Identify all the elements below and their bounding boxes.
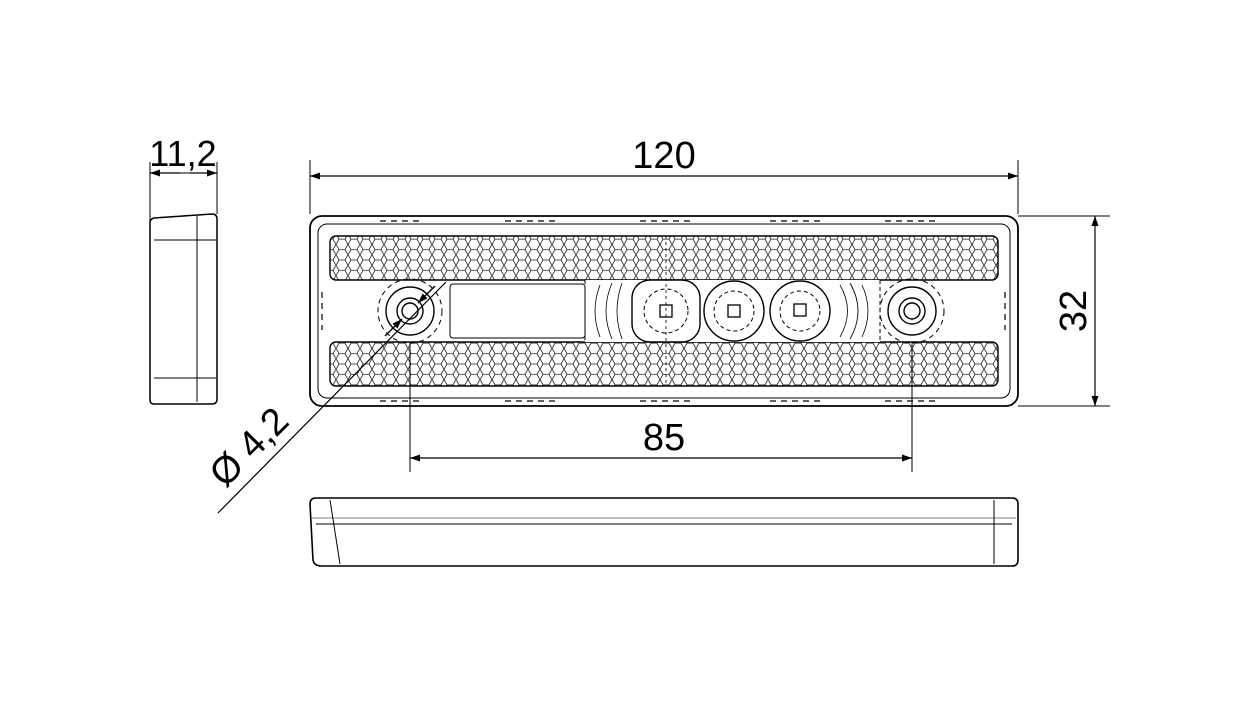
led-3 [769, 280, 831, 342]
length-dimension: 120 [309, 135, 1019, 214]
bottom-view [309, 497, 1019, 567]
depth-dimension: 11,2 [149, 133, 217, 177]
side-view [149, 162, 218, 405]
height-dimension: 32 [1018, 215, 1110, 407]
lens-ripples [594, 236, 869, 386]
length-label: 120 [632, 135, 695, 177]
mounting-hole-right [879, 278, 945, 344]
reflector-bottom [329, 341, 999, 387]
housing-outline [309, 215, 1019, 407]
depth-label: 11,2 [149, 133, 216, 174]
reflector-top [329, 235, 999, 281]
rib-marks [321, 220, 1006, 402]
hole-spacing-label: 85 [643, 417, 685, 459]
led-2 [703, 280, 765, 342]
front-view [309, 215, 1019, 407]
hole-spacing-dimension: 85 [409, 343, 913, 472]
height-label: 32 [1053, 290, 1095, 332]
housing-inner [317, 223, 1011, 399]
